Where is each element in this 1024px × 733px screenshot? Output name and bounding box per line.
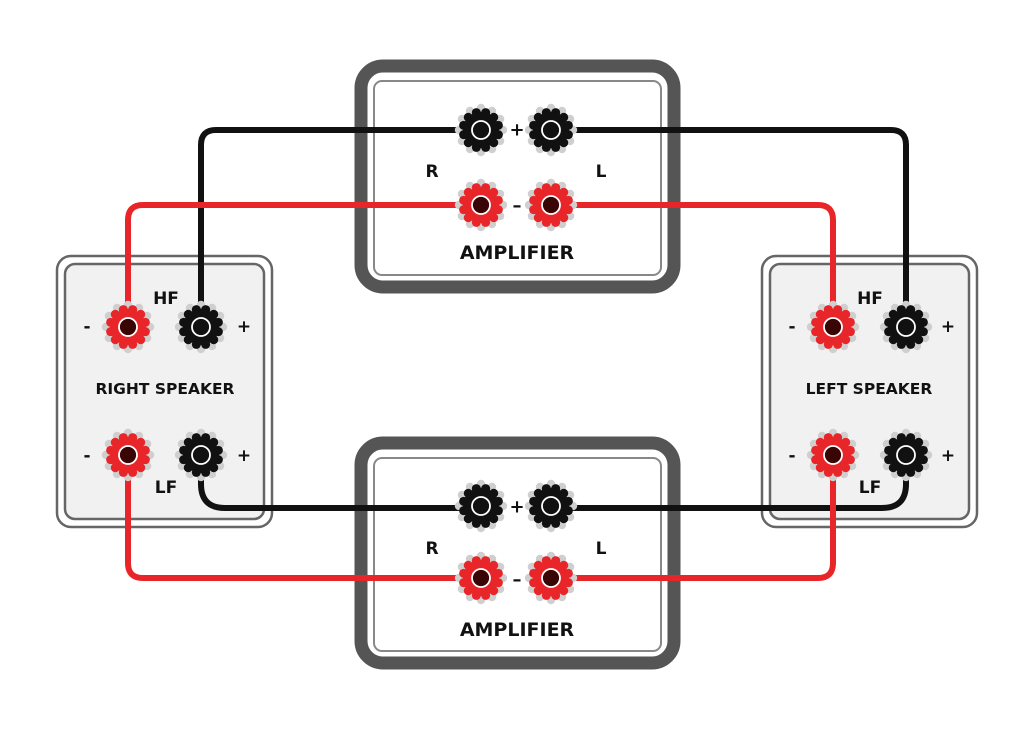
right-speaker-lf-positive-terminal — [174, 428, 228, 482]
terminal-hole — [541, 120, 561, 140]
terminal-hole — [191, 317, 211, 337]
left-speaker-lf-plus: + — [941, 446, 955, 466]
left-speaker-lf-positive-terminal — [879, 428, 933, 482]
terminal-hole — [118, 445, 138, 465]
terminal-hole — [541, 568, 561, 588]
terminal-hole — [541, 195, 561, 215]
terminal-hole — [896, 317, 916, 337]
terminal-hole — [118, 317, 138, 337]
terminal-hole — [191, 445, 211, 465]
left-speaker-hf-positive-terminal — [879, 300, 933, 354]
wire-negative-bottom-right — [125, 452, 484, 581]
amp-top-left-negative-terminal — [524, 178, 578, 232]
terminal-hole — [541, 496, 561, 516]
right-speaker-lf-minus: - — [83, 446, 90, 466]
amp-top-left-positive-terminal — [524, 103, 578, 157]
amp-top-plus-label: + — [509, 120, 524, 141]
right-speaker-title: RIGHT SPEAKER — [95, 380, 234, 398]
wire-positive-top-right — [198, 127, 484, 330]
amp-top-right-negative-terminal — [454, 178, 508, 232]
left-speaker-hf-negative-terminal — [806, 300, 860, 354]
left-speaker-lf-negative-terminal — [806, 428, 860, 482]
left-speaker-hf-plus: + — [941, 317, 955, 337]
right-speaker-hf-positive-terminal — [174, 300, 228, 354]
amp-bottom-minus-label: – — [513, 570, 522, 591]
amp-bottom-title: AMPLIFIER — [460, 619, 575, 641]
wire-positive-bottom-right — [198, 452, 484, 511]
right-speaker-hf-negative-terminal — [101, 300, 155, 354]
terminal-hole — [823, 317, 843, 337]
right-speaker-hf-label: HF — [153, 289, 179, 309]
left-speaker-lf-label: LF — [859, 478, 881, 498]
left-speaker-lf-minus: - — [788, 446, 795, 466]
right-speaker-lf-plus: + — [237, 446, 251, 466]
terminals — [101, 103, 933, 605]
wire-positive-top-left — [548, 127, 909, 330]
left-speaker-title: LEFT SPEAKER — [806, 380, 933, 398]
right-speaker-hf-plus: + — [237, 317, 251, 337]
wire-positive-bottom-left — [548, 452, 909, 511]
amp-top-r-label: R — [425, 162, 438, 182]
amp-top-title: AMPLIFIER — [460, 242, 575, 264]
terminal-hole — [471, 195, 491, 215]
wire-negative-top-right — [125, 202, 484, 330]
right-speaker-lf-label: LF — [155, 478, 177, 498]
terminal-hole — [896, 445, 916, 465]
right-speaker-hf-minus: - — [83, 317, 90, 337]
amp-top-l-label: L — [596, 162, 607, 182]
amp-top-minus-label: – — [513, 196, 522, 217]
left-speaker-hf-label: HF — [857, 289, 883, 309]
terminal-hole — [471, 120, 491, 140]
right-speaker-lf-negative-terminal — [101, 428, 155, 482]
amp-bottom-right-positive-terminal — [454, 479, 508, 533]
left-speaker-hf-minus: - — [788, 317, 795, 337]
amp-bottom-left-negative-terminal — [524, 551, 578, 605]
amp-bottom-r-label: R — [425, 539, 438, 559]
amp-bottom-left-positive-terminal — [524, 479, 578, 533]
amp-bottom-right-negative-terminal — [454, 551, 508, 605]
amp-top-right-positive-terminal — [454, 103, 508, 157]
amp-bottom-plus-label: + — [509, 497, 524, 518]
wire-negative-bottom-left — [548, 452, 836, 581]
amp-bottom-l-label: L — [596, 539, 607, 559]
terminal-hole — [823, 445, 843, 465]
terminal-hole — [471, 496, 491, 516]
wire-negative-top-left — [548, 202, 836, 330]
terminal-hole — [471, 568, 491, 588]
